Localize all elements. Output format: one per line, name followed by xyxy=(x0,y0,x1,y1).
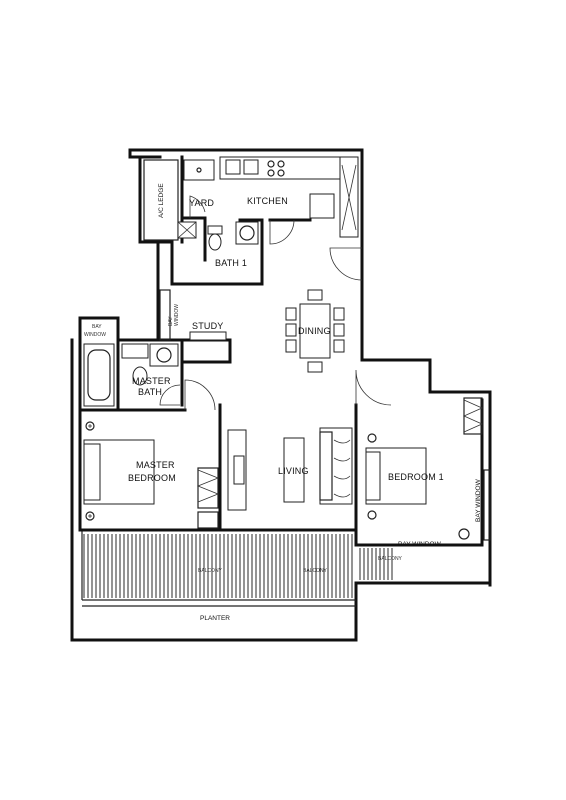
bath1-label: BATH 1 xyxy=(215,258,247,268)
bath1-fixtures xyxy=(177,221,259,251)
balcony-left-label: BALCONY xyxy=(198,568,223,574)
toilet-icon xyxy=(208,233,222,251)
living-furniture xyxy=(227,427,353,511)
sink-icon xyxy=(225,159,241,175)
study-label: STUDY xyxy=(192,321,224,331)
balcony-mid-label: BALCONY xyxy=(303,568,328,574)
outer-walls xyxy=(70,148,492,642)
dining-label: DINING xyxy=(298,326,331,336)
dining-set xyxy=(285,289,345,373)
basin-icon xyxy=(239,225,255,241)
bedroom1-bay-window-label: BAY WINDOW xyxy=(475,478,482,522)
kitchen-label: KITCHEN xyxy=(247,196,288,206)
bedroom1-bottom-bay-label: BAY WINDOW xyxy=(398,541,442,548)
planter-label: PLANTER xyxy=(200,615,230,622)
coffee-table xyxy=(283,437,305,503)
master-bath-fixtures xyxy=(83,343,179,407)
ac-ledge-label: A/C LEDGE xyxy=(158,183,165,218)
balcony-right-label: BALCONY xyxy=(378,556,403,562)
master-wardrobe xyxy=(196,467,220,529)
dining-table xyxy=(299,303,331,359)
yard-label: YARD xyxy=(189,198,214,208)
master-bed xyxy=(83,421,155,521)
doors xyxy=(159,195,392,411)
balcony-deck xyxy=(83,534,393,598)
bedroom1-furniture xyxy=(365,397,491,541)
study-bay-window xyxy=(159,289,171,341)
bedroom1-label: BEDROOM 1 xyxy=(388,472,444,482)
study-desk xyxy=(189,331,227,341)
kitchen-fixtures xyxy=(183,156,359,238)
sofa-icon xyxy=(319,427,353,505)
interior-walls xyxy=(78,155,484,547)
study-bay-window-label: BAYWINDOW xyxy=(168,304,180,326)
ac-ledge xyxy=(143,159,179,241)
living-label: LIVING xyxy=(278,466,309,476)
room-labels: A/C LEDGE YARD KITCHEN BATH 1 BAYWINDOW … xyxy=(84,183,482,622)
